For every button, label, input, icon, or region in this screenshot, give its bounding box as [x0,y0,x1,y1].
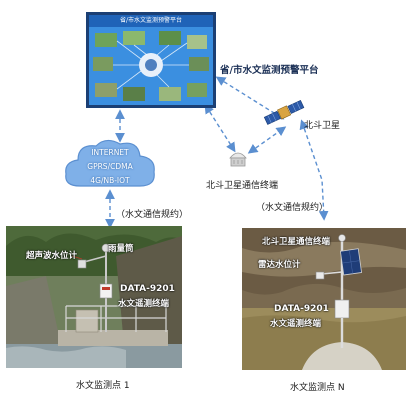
platform-label: 省/市水文监测预警平台 [220,65,319,76]
terminal-label: 北斗卫星通信终端 [206,181,279,191]
station1-tag-model: DATA-9201 [120,284,175,294]
platform-terminal-link [204,103,236,153]
network-line-gprs: GPRS/CDMA [87,162,133,171]
network-line-internet: INTERNET [91,148,129,157]
protocol-label-right: （水文通信规约） [256,203,329,213]
stationN-tag-device: 水文遥测终端 [270,319,322,329]
screen-title-bar: 省/市水文监测预警平台 [89,15,213,27]
protocol-label-left: （水文通信规约） [116,210,189,220]
terminal-icon [229,152,247,167]
satellite-label: 北斗卫星 [304,121,341,131]
station1-photo [6,226,182,368]
stationN-photo [242,228,406,370]
station1-caption: 水文监测点 1 [76,381,130,391]
network-cloud [65,139,155,187]
platform-screen: 省/市水文监测预警平台 [86,12,216,108]
platform-satellite-link [215,76,285,120]
satellite-stationN-link [299,119,329,221]
station1-tag-radar: 超声波水位计 [26,251,78,261]
satellite-icon [263,99,305,125]
stationN-tag-beidou: 北斗卫星通信终端 [262,237,331,247]
terminal-satellite-link [247,126,287,154]
stationN-tag-radar: 雷达水位计 [258,260,301,270]
screen-content [89,27,213,105]
network-line-4g: 4G/NB-IOT [90,176,130,185]
station1-tag-rain: 雨量筒 [108,244,134,254]
stationN-caption: 水文监测点 N [290,383,345,393]
station1-tag-device: 水文遥测终端 [118,299,170,309]
stationN-tag-model: DATA-9201 [274,304,329,314]
